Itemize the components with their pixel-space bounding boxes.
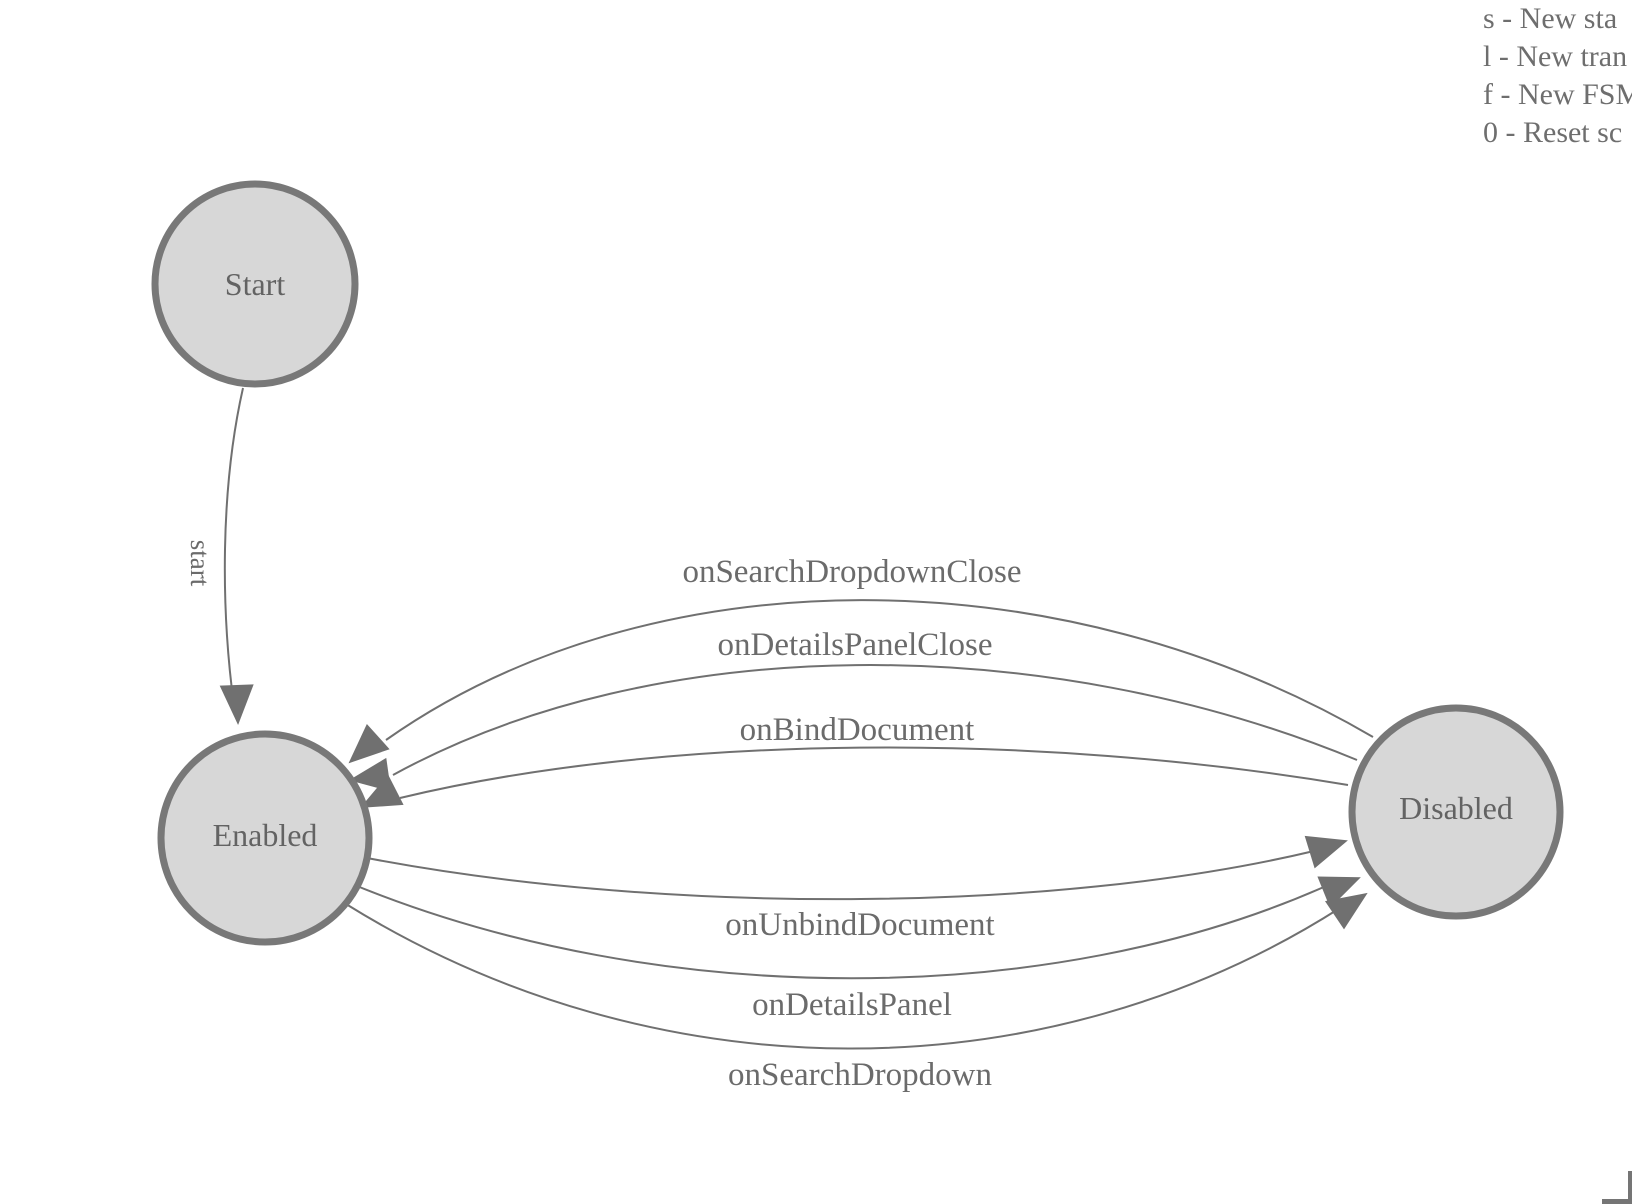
shortcut-legend-line: f - New FSM (1483, 78, 1632, 111)
edge-on-details-panel-label: onDetailsPanel (752, 987, 952, 1023)
edge-on-unbind-document-arrowhead (1304, 835, 1348, 869)
edge-on-unbind-document: onUnbindDocument (366, 835, 1348, 943)
edge-on-details-panel-path[interactable] (356, 885, 1327, 980)
edge-on-details-panel: onDetailsPanel (356, 876, 1361, 1023)
edge-on-bind-document-path[interactable] (399, 746, 1349, 799)
shortcut-legend-line: l - New tran (1483, 40, 1628, 73)
corner-bracket (1602, 1171, 1632, 1204)
shortcut-legend-line: s - New sta (1483, 2, 1618, 35)
edge-start: start (185, 387, 254, 725)
edge-on-search-dropdown-close-path[interactable] (385, 599, 1374, 741)
edge-on-bind-document-label: onBindDocument (740, 712, 975, 748)
state-start: Start (151, 180, 359, 388)
edge-on-bind-document-arrowhead (360, 774, 404, 808)
edge-on-details-panel-close-path[interactable] (392, 664, 1358, 776)
edge-on-search-dropdown-label: onSearchDropdown (728, 1057, 992, 1093)
edge-on-search-dropdown-arrowhead (1324, 892, 1368, 930)
edge-on-search-dropdown-close: onSearchDropdownClose (348, 554, 1374, 764)
edge-start-arrowhead (219, 684, 254, 725)
edge-on-details-panel-close-label: onDetailsPanelClose (718, 627, 993, 663)
edge-start-label: start (185, 540, 215, 587)
edge-on-details-panel-close-arrowhead (349, 757, 391, 792)
edge-on-search-dropdown-close-arrowhead (348, 723, 390, 764)
state-start-label: Start (225, 266, 286, 302)
state-disabled-circle[interactable] (1348, 704, 1564, 920)
state-enabled: Enabled (157, 730, 373, 946)
state-enabled-circle[interactable] (157, 730, 373, 946)
edge-on-search-dropdown: onSearchDropdown (345, 892, 1368, 1093)
shortcut-legend: s - New sta l - New tran f - New FSM 0 -… (1483, 0, 1632, 152)
edge-on-search-dropdown-path[interactable] (345, 903, 1341, 1050)
edge-on-bind-document: onBindDocument (360, 712, 1349, 808)
state-disabled: Disabled (1348, 704, 1564, 920)
edge-on-details-panel-close: onDetailsPanelClose (349, 627, 1358, 792)
edge-on-unbind-document-label: onUnbindDocument (725, 907, 994, 943)
edge-on-search-dropdown-close-label: onSearchDropdownClose (682, 554, 1021, 590)
edge-start-path[interactable] (223, 387, 244, 707)
shortcut-legend-line: 0 - Reset sc (1483, 116, 1623, 149)
state-enabled-label: Enabled (213, 817, 318, 853)
edge-on-details-panel-arrowhead (1317, 876, 1361, 908)
state-start-circle[interactable] (151, 180, 359, 388)
edge-on-unbind-document-path[interactable] (366, 850, 1315, 901)
state-disabled-label: Disabled (1399, 790, 1513, 826)
